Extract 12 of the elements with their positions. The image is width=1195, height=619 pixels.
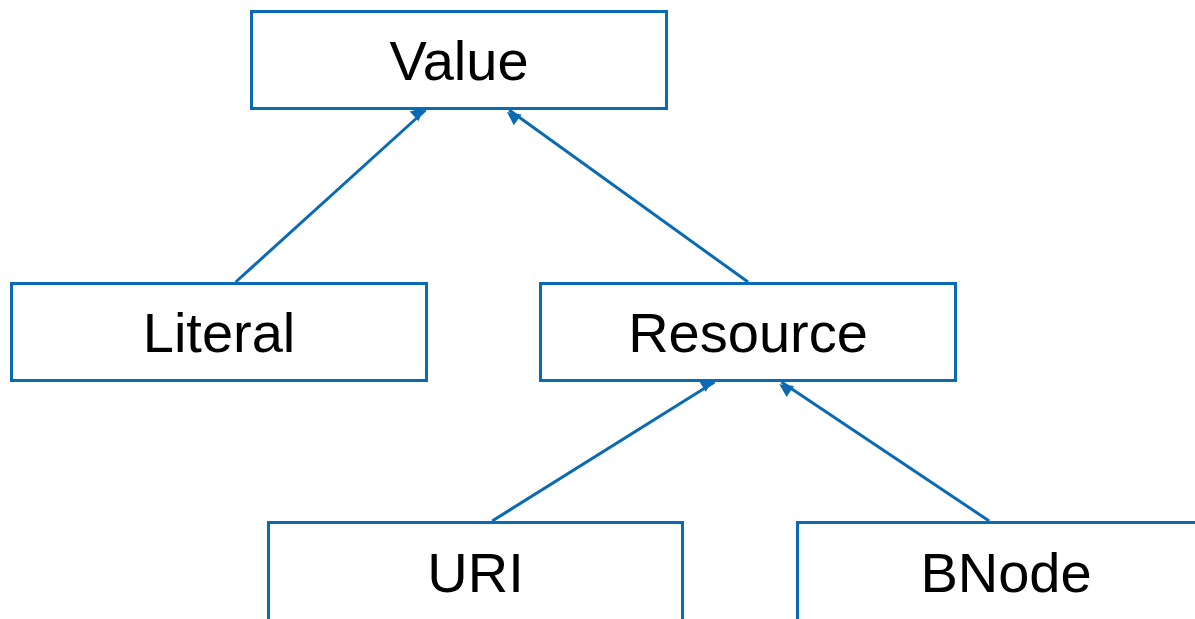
arrow — [506, 108, 749, 284]
class-box — [796, 521, 1195, 619]
class-name: Value — [389, 27, 529, 93]
class-box — [250, 10, 668, 110]
class-box — [539, 282, 957, 382]
class-name: Resource — [628, 299, 868, 365]
arrow — [779, 380, 991, 523]
class-name: URI — [427, 539, 524, 605]
class-name: Literal — [142, 299, 296, 365]
class-box — [10, 282, 428, 382]
class-box — [267, 521, 684, 619]
class-name: BNode — [920, 539, 1092, 605]
